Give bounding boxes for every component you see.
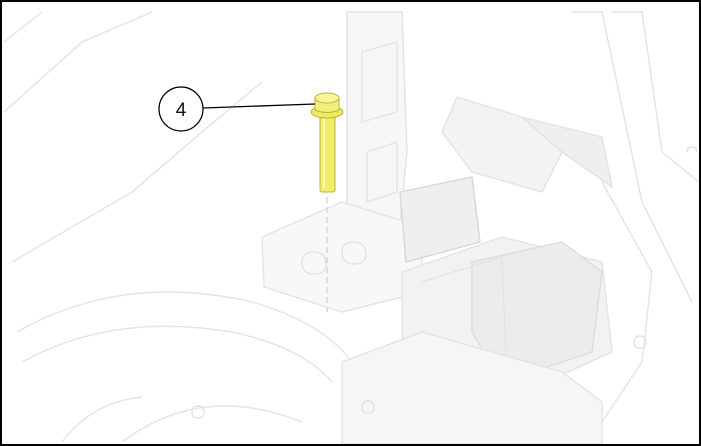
callout-leader-line bbox=[202, 103, 316, 109]
chassis-bolt bbox=[191, 405, 205, 419]
background-line-art bbox=[3, 11, 699, 444]
mount-bracket-top bbox=[441, 96, 563, 193]
mount-bracket-side bbox=[521, 116, 614, 189]
housing-window bbox=[361, 41, 398, 123]
lower-block-edge bbox=[421, 256, 508, 383]
callout-number: 4 bbox=[176, 100, 187, 121]
mount-block bbox=[399, 176, 481, 263]
fender-curve bbox=[121, 405, 303, 443]
bolt-shank bbox=[319, 113, 336, 193]
wheel-arch-inner bbox=[21, 325, 333, 383]
left-panel-edge bbox=[11, 81, 263, 263]
right-frame-bolt bbox=[633, 335, 647, 349]
right-frame-rail bbox=[612, 11, 699, 183]
housing-window bbox=[366, 141, 398, 203]
wheel-arch bbox=[16, 291, 353, 363]
callout-circle bbox=[158, 86, 204, 132]
left-panel-line bbox=[3, 11, 153, 113]
bolt-head-top bbox=[314, 92, 340, 104]
lower-left-rail bbox=[61, 396, 143, 443]
chassis-bolt bbox=[361, 400, 375, 414]
right-frame-rail bbox=[601, 181, 653, 423]
bolt-part bbox=[310, 92, 344, 193]
bracket-boss bbox=[301, 251, 327, 275]
lower-block-face bbox=[471, 241, 603, 383]
callout: 4 bbox=[158, 86, 316, 132]
chassis-plate bbox=[341, 331, 603, 444]
right-frame-bolt bbox=[686, 146, 698, 153]
bracket-boss bbox=[341, 241, 367, 265]
left-panel-line bbox=[3, 11, 43, 43]
right-frame-rail bbox=[572, 11, 693, 303]
